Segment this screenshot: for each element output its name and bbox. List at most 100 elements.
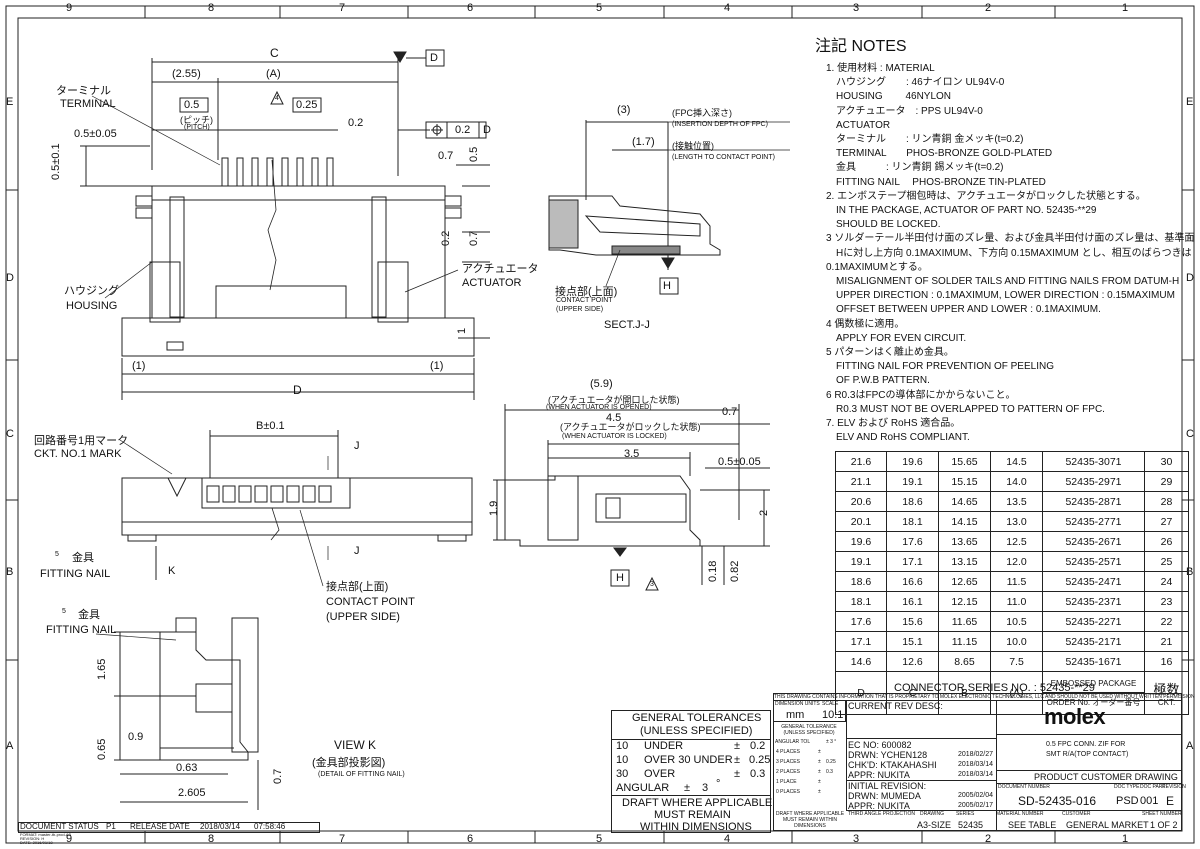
drawing-size: A3-SIZE <box>917 820 952 830</box>
series-value: 52435 <box>958 820 984 830</box>
table-cell: 19.1 <box>886 471 939 492</box>
release-date: 2018/03/14 <box>200 822 241 831</box>
dim-07-right: 0.7 <box>468 230 480 246</box>
dim-0501: 0.5±0.1 <box>50 143 62 180</box>
table-cell: 14.65 <box>938 491 991 512</box>
table-cell: 18.1 <box>886 511 939 532</box>
table-cell: 19.1 <box>835 551 887 572</box>
drwn: DRWN: YCHEN128 <box>848 750 928 760</box>
terminal-label: TERMINAL <box>60 98 116 110</box>
places-cell: ± <box>818 769 821 775</box>
note-line: ELV AND RoHS COMPLIANT. <box>836 432 970 444</box>
fitting-nail-jp: 金具 <box>78 609 100 621</box>
dim-018: 0.18 <box>707 560 719 582</box>
dim-17: (1.7) <box>632 136 655 148</box>
dim-35: 3.5 <box>624 448 640 460</box>
when-opened: (WHEN ACTUATOR IS OPENED) <box>546 404 652 411</box>
chkd-date: 2018/03/14 <box>958 761 994 768</box>
table-cell: 12.65 <box>938 571 991 592</box>
contact-length: (LENGTH TO CONTACT POINT) <box>672 154 775 161</box>
dim-3: (3) <box>617 104 631 116</box>
table-cell: 23 <box>1144 591 1189 612</box>
current-rev: CURRENT REV DESC: <box>848 701 943 711</box>
draft-3: WITHIN DIMENSIONS <box>640 821 752 833</box>
places-cell: 0.3 <box>826 769 833 775</box>
row-label: A <box>1186 740 1194 752</box>
table-cell: 21.6 <box>835 451 887 472</box>
table-cell: 17.6 <box>886 531 939 552</box>
dim-45: 4.5 <box>606 412 622 424</box>
col-label: 9 <box>66 833 73 845</box>
note-triangle-3: 3 <box>650 581 654 588</box>
row-label: B <box>1186 566 1194 578</box>
table-cell: 13.5 <box>990 491 1043 512</box>
contact-point-jp: 接点部(上面) <box>326 581 389 593</box>
side-view <box>493 404 770 591</box>
initial-drwn-date: 2005/02/04 <box>958 792 994 799</box>
tb-line <box>773 700 1182 701</box>
tol-r2-b: OVER 30 UNDER <box>644 754 733 766</box>
date-small: DATE: 2016/01/18 <box>20 840 53 845</box>
product-drawing: PRODUCT CUSTOMER DRAWING <box>1034 772 1178 782</box>
note-line: 5 パターンはく離止め金具。 <box>826 347 954 359</box>
desc-1: 0.5 FPC CONN. ZIF FOR <box>1046 741 1126 748</box>
series-label: CONNECTOR SERIES NO. : 52435-**29 <box>894 682 1095 694</box>
fitting-nail-jp: 金具 <box>72 552 94 564</box>
tol-r3-d: 0.3 <box>750 768 766 780</box>
col-label: 2 <box>985 2 992 14</box>
table-cell: 11.5 <box>990 571 1043 592</box>
table-cell: 52435-2471 <box>1042 571 1145 592</box>
places-cell: 1 PLACE <box>776 779 797 785</box>
table-cell: 15.65 <box>938 451 991 472</box>
table-cell: 18.6 <box>886 491 939 512</box>
tol-ang-val: 3 <box>702 782 709 794</box>
note-line: TERMINAL PHOS-BRONZE GOLD-PLATED <box>836 148 1053 160</box>
fpc-depth-jp: (FPC挿入深さ) <box>672 108 732 118</box>
table-cell: 17.6 <box>835 611 887 632</box>
col-label: 1 <box>1122 833 1129 845</box>
tol-r2-a: 10 <box>616 754 629 766</box>
table-cell: 12.5 <box>990 531 1043 552</box>
tol-r3-c: ± <box>734 768 741 780</box>
housing-label: HOUSING <box>66 300 118 312</box>
notes-heading: 注記 NOTES <box>815 38 907 55</box>
table-cell: 52435-2771 <box>1042 511 1145 532</box>
initial-rev: INITIAL REVISION: <box>848 781 927 791</box>
tol-subtitle: (UNLESS SPECIFIED) <box>640 725 753 737</box>
revision-small: REVISION: H <box>20 836 45 841</box>
table-cell: 11.15 <box>938 631 991 652</box>
table-cell: 15.1 <box>886 631 939 652</box>
third-angle: THIRD ANGLE PROJECTION <box>848 811 915 817</box>
datum-h: H <box>663 280 671 292</box>
datum-h: H <box>616 572 624 584</box>
col-label: 8 <box>208 2 215 14</box>
ec-no: EC NO: 600082 <box>848 740 912 750</box>
table-cell: 12.15 <box>938 591 991 612</box>
section-j-top: J <box>354 440 360 452</box>
places-cell: 2 PLACES <box>776 769 800 775</box>
dim-07: 0.7 <box>272 768 284 784</box>
note-line: 金具 : リン青銅 錫メッキ(t=0.2) <box>836 162 1004 174</box>
places-cell: ± <box>818 749 821 755</box>
col-label: 4 <box>724 2 731 14</box>
format-small: FORMAT: master-tb-prod-A3 <box>20 832 71 837</box>
release-label: RELEASE DATE <box>130 822 190 831</box>
status-bar <box>18 822 320 833</box>
initial-appr: APPR: NUKITA <box>848 801 910 811</box>
table-cell: 16.6 <box>886 571 939 592</box>
note-line: 7. ELV および RoHS 適合品。 <box>826 418 961 430</box>
material-value: SEE TABLE <box>1008 820 1057 830</box>
sheet-value: 1 OF 2 <box>1150 820 1178 830</box>
revision: E <box>1166 794 1175 808</box>
tb-vline <box>846 700 847 810</box>
housing-label-jp: ハウジング <box>64 285 119 297</box>
doc-label: DOCUMENT NUMBER <box>998 784 1050 790</box>
datum-d: D <box>430 52 438 64</box>
col-label: 5 <box>596 833 603 845</box>
draft-2: MUST REMAIN <box>654 809 731 821</box>
dim-02-right: 0.2 <box>440 230 452 246</box>
ckt-mark: CKT. NO.1 MARK <box>34 448 122 460</box>
